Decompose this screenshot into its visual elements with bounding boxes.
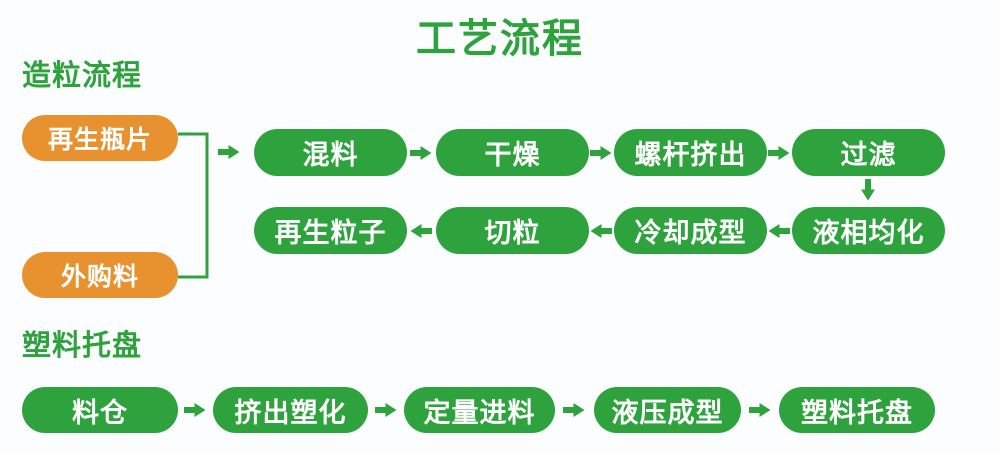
node-mixing: 混料	[254, 129, 407, 176]
arrow-right-icon	[184, 403, 206, 417]
node-screw-extrusion: 螺杆挤出	[614, 129, 767, 176]
node-liquid-homogenization: 液相均化	[792, 207, 945, 254]
arrow-right-icon	[218, 145, 240, 159]
granulation-section-heading: 造粒流程	[22, 60, 143, 92]
node-quantitative-feeding: 定量进料	[404, 387, 555, 433]
arrow-left-icon	[768, 224, 790, 238]
page-title: 工艺流程	[416, 17, 584, 61]
node-recycled-pellets: 再生粒子	[254, 207, 407, 254]
arrow-right-icon	[563, 403, 585, 417]
arrow-down-icon	[861, 179, 875, 201]
node-drying: 干燥	[436, 129, 589, 176]
node-hydraulic-molding: 液压成型	[594, 387, 741, 433]
arrow-right-icon	[590, 146, 612, 160]
node-purchased-material: 外购料	[22, 252, 178, 298]
node-pelletizing: 切粒	[436, 207, 589, 254]
merge-bracket-connector	[178, 132, 209, 279]
node-recycled-bottle-flakes: 再生瓶片	[22, 115, 178, 161]
arrow-right-icon	[410, 146, 432, 160]
arrow-right-icon	[749, 403, 771, 417]
node-cooling-molding: 冷却成型	[614, 207, 767, 254]
arrow-right-icon	[768, 146, 790, 160]
arrow-right-icon	[375, 403, 397, 417]
node-plastic-tray: 塑料托盘	[779, 387, 935, 433]
node-extrusion-plasticizing: 挤出塑化	[213, 387, 368, 433]
node-filtering: 过滤	[792, 129, 945, 176]
tray-section-heading: 塑料托盘	[22, 330, 143, 362]
arrow-left-icon	[410, 224, 432, 238]
node-silo: 料仓	[22, 387, 178, 433]
arrow-left-icon	[590, 224, 612, 238]
